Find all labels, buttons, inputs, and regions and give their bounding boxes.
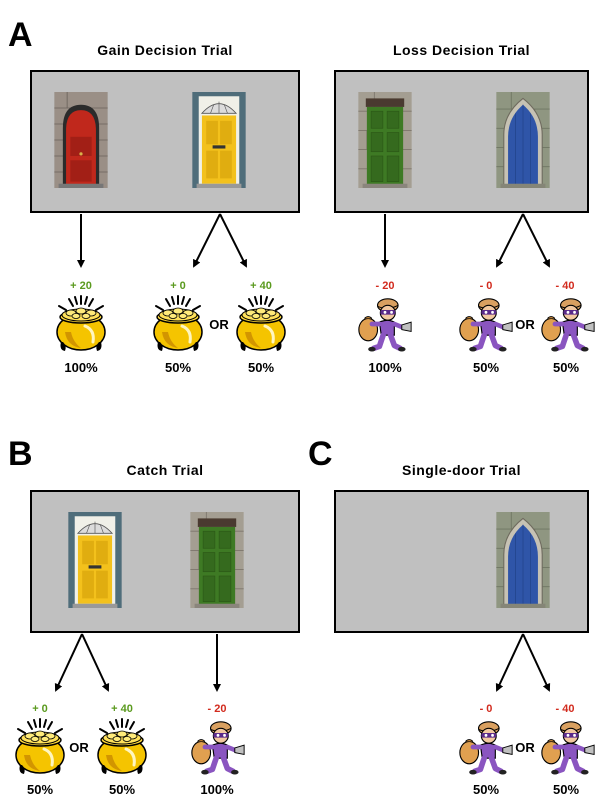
panel-letter-b: B: [8, 435, 33, 473]
catch-or-label: OR: [69, 740, 89, 755]
catch-loss-pct: 100%: [200, 782, 234, 797]
blue-door-icon: [495, 92, 551, 188]
red-door-icon: [53, 92, 109, 188]
loss-decision-title: Loss Decision Trial: [392, 42, 531, 58]
gain-amount-mid: + 0: [170, 280, 186, 292]
yellow-door-icon: [191, 92, 247, 188]
yellow-door-icon: [67, 512, 123, 608]
loss-amount-right: - 40: [555, 280, 575, 292]
catch-trial-title: Catch Trial: [126, 462, 204, 478]
catch-pct-mid: 50%: [26, 782, 54, 797]
gain-decision-title: Gain Decision Trial: [97, 42, 233, 58]
catch-amount-right: + 40: [111, 703, 133, 715]
green-door-icon: [189, 512, 245, 608]
robber-with-sack-icon: [540, 717, 596, 777]
loss-amount-mid: - 0: [479, 280, 493, 292]
catch-loss-amount: - 20: [207, 703, 227, 715]
loss-pct-right: 50%: [552, 360, 580, 375]
gain-pct-right: 50%: [247, 360, 275, 375]
robber-with-sack-icon: [540, 294, 596, 354]
gain-amount-right: + 40: [250, 280, 272, 292]
catch-pct-right: 50%: [108, 782, 136, 797]
gain-pct-left: 100%: [64, 360, 98, 375]
pot-of-gold-icon: [96, 717, 148, 776]
pot-of-gold-icon: [235, 294, 287, 353]
robber-with-sack-icon: [458, 294, 514, 354]
single-pct-mid: 50%: [472, 782, 500, 797]
single-door-trial-title: Single-door Trial: [402, 462, 521, 478]
single-or-label: OR: [515, 740, 535, 755]
loss-pct-mid: 50%: [472, 360, 500, 375]
single-pct-right: 50%: [552, 782, 580, 797]
pot-of-gold-icon: [55, 294, 107, 353]
gain-or-label: OR: [209, 317, 229, 332]
gain-amount-left: + 20: [70, 280, 92, 292]
single-amount-mid: - 0: [479, 703, 493, 715]
gain-pct-mid: 50%: [164, 360, 192, 375]
loss-or-label: OR: [515, 317, 535, 332]
pot-of-gold-icon: [152, 294, 204, 353]
catch-amount-mid: + 0: [32, 703, 48, 715]
panel-letter-a: A: [8, 16, 33, 54]
robber-with-sack-icon: [190, 717, 246, 777]
pot-of-gold-icon: [14, 717, 66, 776]
robber-with-sack-icon: [458, 717, 514, 777]
single-amount-right: - 40: [555, 703, 575, 715]
robber-with-sack-icon: [357, 294, 413, 354]
loss-amount-left: - 20: [375, 280, 395, 292]
loss-pct-left: 100%: [368, 360, 402, 375]
green-door-icon: [357, 92, 413, 188]
panel-letter-c: C: [308, 435, 333, 473]
blue-door-icon: [495, 512, 551, 608]
